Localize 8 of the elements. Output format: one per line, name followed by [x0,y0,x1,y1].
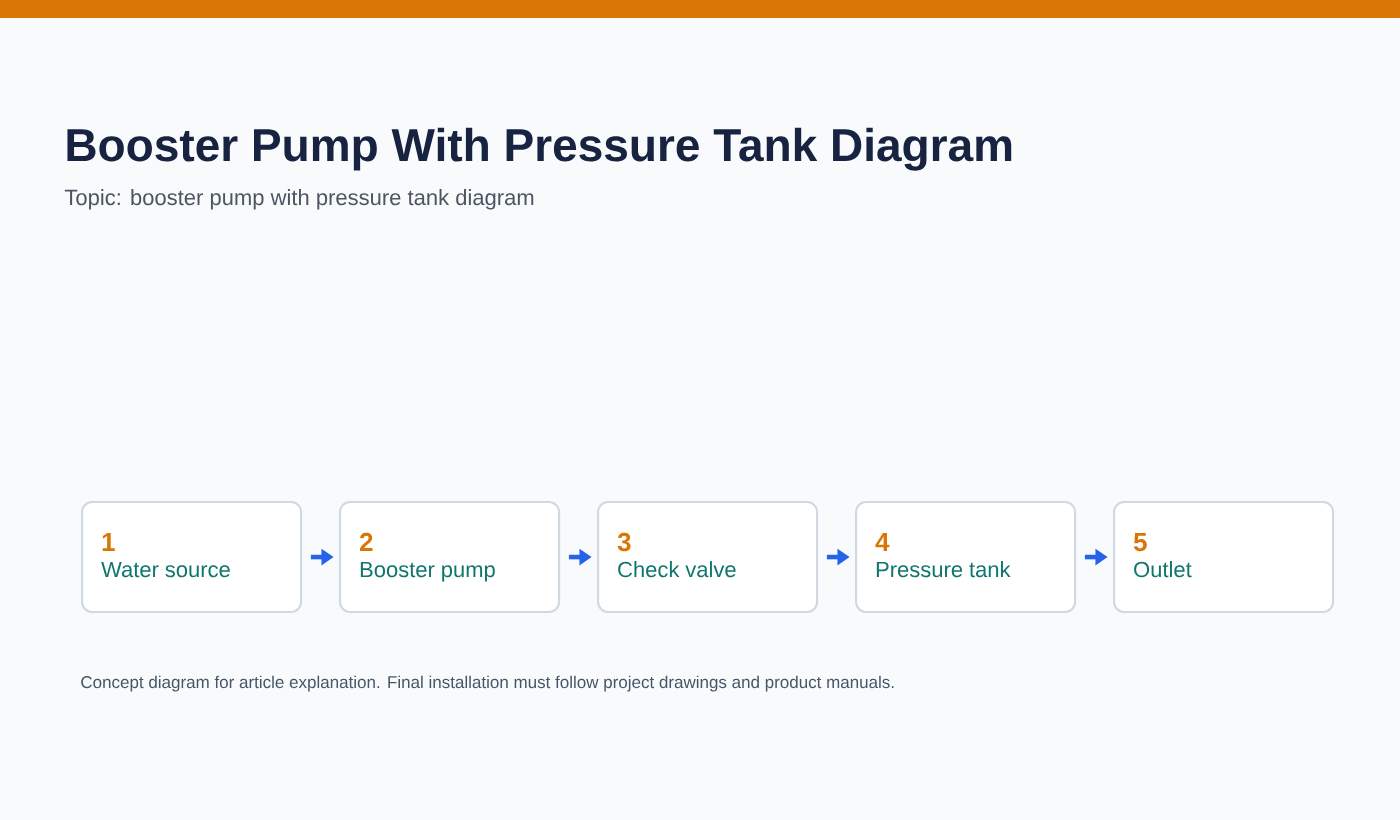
step-box: 5 Outlet [1113,501,1335,614]
subtitle: Topic: booster pump with pressure tank diagram [64,189,534,210]
step-box: 3 Check valve [597,501,819,614]
title: Booster Pump With Pressure Tank Diagram [67,127,1012,171]
step-box: 4 Pressure tank [855,501,1077,614]
step-box: 2 Booster pump [339,501,561,614]
caption: Concept diagram for article explanation. Final installation must follow project drawings and product manuals. [81,675,894,692]
step-box: 1 Water source [81,501,303,614]
